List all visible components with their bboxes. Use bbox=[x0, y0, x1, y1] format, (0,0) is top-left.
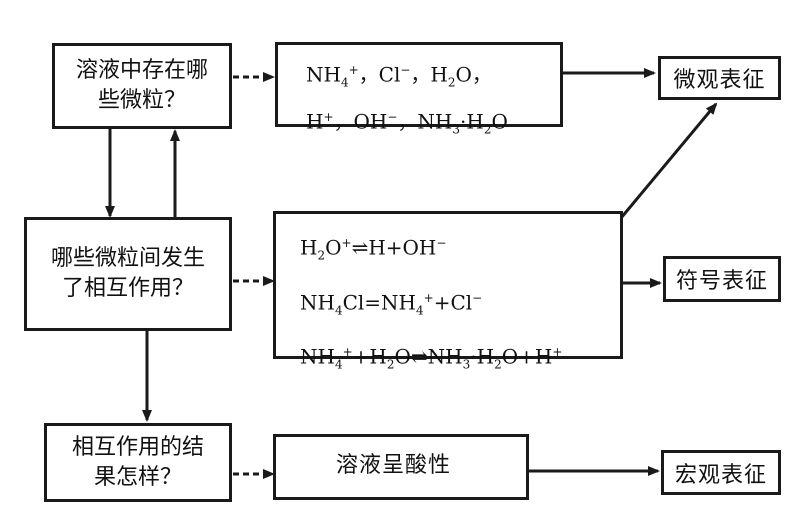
question-1-line1: 溶液中存在哪 bbox=[75, 58, 208, 83]
question-2-line1: 哪些微粒间发生 bbox=[50, 246, 205, 271]
question-box-2: 哪些微粒间发生 了相互作用？ bbox=[24, 217, 232, 331]
question-3-line1: 相互作用的结 bbox=[71, 434, 204, 460]
question-3-line2: 果怎样？ bbox=[93, 464, 182, 490]
question-1-line2: 些微粒？ bbox=[97, 88, 186, 113]
equation-2: NH4Cl=NH4++Cl− bbox=[300, 290, 483, 318]
label-micro: 微观表征 bbox=[673, 68, 766, 93]
micro-line-1: NH4+，Cl−，H2O， bbox=[306, 62, 492, 90]
label-symbol: 符号表征 bbox=[675, 269, 768, 294]
question-box-3: 相互作用的结 果怎样？ bbox=[44, 423, 232, 502]
label-macro: 宏观表征 bbox=[674, 462, 767, 488]
equation-1: H2O+⇌H+OH− bbox=[300, 235, 447, 263]
micro-particles-box: NH4+，Cl−，H2O， H+，OH−，NH3·H2O bbox=[275, 42, 563, 136]
label-macro-box: 宏观表征 bbox=[661, 450, 781, 495]
equations-box: H2O+⇌H+OH− NH4Cl=NH4++Cl− NH4++H2O⇌NH3·H… bbox=[273, 211, 623, 372]
result-text: 溶液呈酸性 bbox=[336, 453, 452, 478]
question-2-line2: 了相互作用？ bbox=[61, 276, 194, 301]
result-box: 溶液呈酸性 bbox=[273, 434, 529, 500]
micro-line-2: H+，OH−，NH3·H2O bbox=[306, 109, 508, 137]
question-box-1: 溶液中存在哪 些微粒？ bbox=[52, 43, 232, 129]
arrow-diag-to-micro bbox=[619, 102, 718, 219]
equation-3: NH4++H2O⇌NH3·H2O+H+ bbox=[300, 344, 563, 372]
label-symbol-box: 符号表征 bbox=[663, 256, 781, 302]
label-micro-box: 微观表征 bbox=[658, 56, 781, 100]
